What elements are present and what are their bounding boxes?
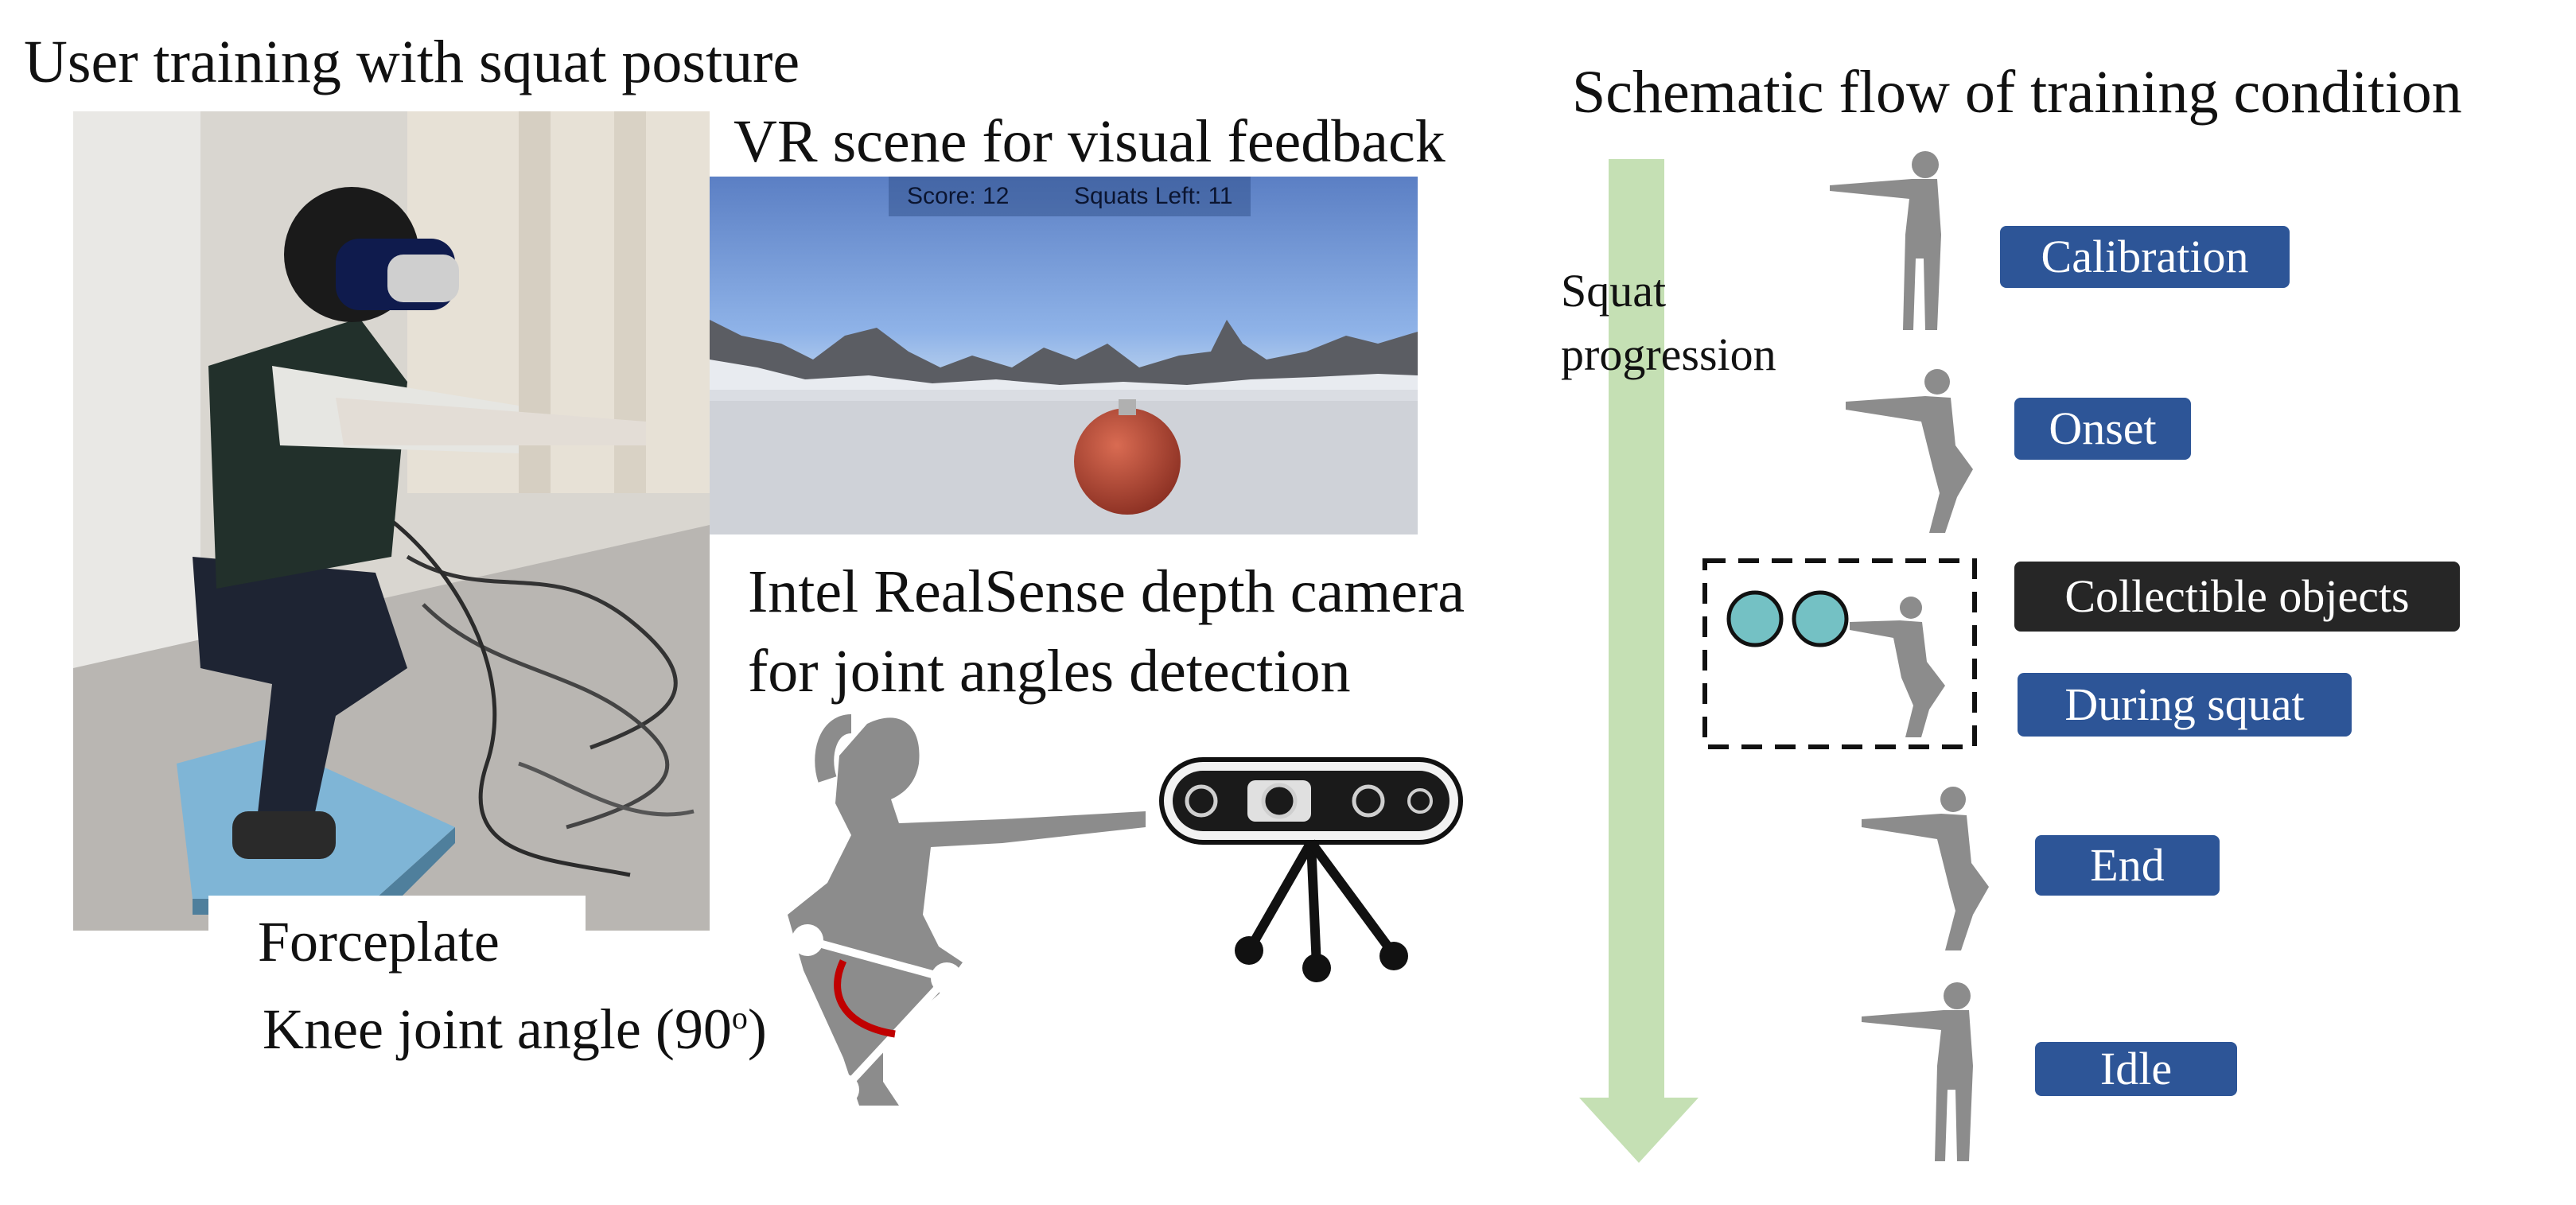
camera-title-line1: Intel RealSense depth camera [748, 558, 1465, 625]
arrow-label-line1: Squat [1561, 265, 1667, 317]
silhouette-end [1862, 787, 1989, 950]
stage-badge-collectible-objects: Collectible objects [2014, 562, 2460, 632]
stage-badge-calibration: Calibration [2000, 226, 2290, 288]
user-training-photo [73, 111, 710, 931]
squat-silhouette-diagram [788, 714, 1146, 1106]
silhouette-standing-2 [1862, 982, 1973, 1161]
forceplate-label: Forceplate [258, 910, 500, 974]
knee-label-main: Knee joint angle (90 [263, 997, 732, 1061]
stage-badge-onset: Onset [2014, 398, 2191, 460]
squat-progression-arrow [1579, 159, 1699, 1163]
knee-joint-angle-label: Knee joint angle (90o) [263, 1001, 767, 1058]
silhouette-onset [1846, 369, 1973, 533]
stage-badge-during-squat: During squat [2018, 673, 2352, 737]
stage-badge-idle: Idle [2035, 1042, 2237, 1096]
stage-badge-end: End [2035, 835, 2220, 896]
depth-camera-icon [1159, 757, 1463, 982]
forceplate-label-box [208, 896, 586, 974]
vr-scene-image [710, 177, 1418, 534]
vr-hud-score: Score: 12 [907, 183, 1010, 209]
vr-panel-title: VR scene for visual feedback [733, 108, 1446, 175]
vr-hud-squats-left: Squats Left: 11 [1074, 183, 1233, 209]
collectible-objects-box [1702, 558, 1977, 749]
arrow-label-line2: progression [1561, 328, 1776, 380]
camera-title-line2: for joint angles detection [748, 638, 1351, 705]
flow-panel-title: Schematic flow of training condition [1572, 59, 2462, 126]
silhouette-standing-1 [1830, 151, 1941, 330]
knee-label-end: ) [747, 997, 767, 1061]
left-panel-title: User training with squat posture [24, 29, 800, 95]
knee-label-superscript: o [731, 1000, 748, 1036]
